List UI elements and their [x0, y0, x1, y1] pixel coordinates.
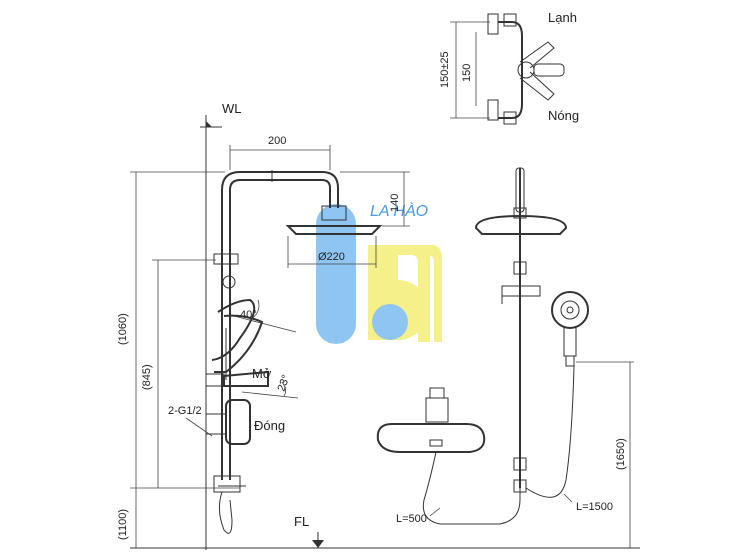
lanh-label: Lạnh: [548, 10, 577, 25]
angle-40-arc: [249, 299, 260, 321]
wall-connector: [205, 413, 227, 435]
front-hand-cone: [565, 355, 575, 367]
angle-40-label: 40°: [240, 309, 257, 321]
front-mixer-cap: [429, 387, 445, 399]
plan-cap-bottom: [503, 111, 517, 125]
dim-220-label: Ø220: [318, 251, 345, 263]
riser-arm-inner: [229, 179, 331, 208]
front-bracket: [513, 261, 527, 275]
front-mixer-neck: [425, 397, 449, 423]
hose-left: [218, 491, 233, 534]
nong-label: Nóng: [548, 108, 579, 123]
plan-inlet-top: [487, 13, 499, 35]
front-hand-shower-face: [551, 291, 589, 329]
wl-label: WL: [222, 101, 242, 116]
logo-yellow-stripe-2: [420, 245, 442, 342]
dim-150-label: 150: [461, 64, 473, 82]
l500-label: L=500: [396, 513, 427, 525]
front-hose-hand: [525, 365, 575, 498]
angle-23-label: 23°: [276, 373, 293, 393]
angle-23-arc: [281, 381, 286, 397]
g12-leader: [185, 417, 213, 437]
front-head-connector: [513, 207, 527, 219]
riser-arm-outer: [221, 171, 339, 208]
head-shower-side: [285, 225, 383, 235]
angle-40-line: [233, 315, 297, 333]
bracket-upper: [213, 253, 239, 265]
mixer-lever: [223, 370, 269, 387]
plan-cap-top: [503, 13, 517, 27]
dim-845-label: (845): [141, 364, 153, 390]
g12-label: 2-G1/2: [168, 405, 202, 417]
fl-arrow: [312, 540, 324, 548]
front-holder: [501, 285, 541, 297]
plan-handle-hub: [517, 61, 535, 79]
logo-yellow-stripe-1: [398, 245, 430, 342]
hand-shower-side-2: [214, 314, 264, 373]
wl-arrow: [206, 121, 212, 127]
hand-shower-side-1: [211, 298, 256, 361]
dim-1060-label: (1060): [117, 313, 129, 345]
logo-blue-bar: [316, 204, 356, 344]
plan-lever: [533, 63, 565, 77]
front-diverter-a: [513, 457, 527, 471]
front-head-shower: [474, 214, 568, 235]
front-hand-shower-inner: [560, 300, 580, 320]
l1500-label: L=1500: [576, 501, 613, 513]
holder-knob: [222, 275, 236, 289]
dim-1650-label: (1650): [615, 438, 627, 470]
diverter: [213, 475, 241, 493]
mo-label: Mở: [252, 366, 272, 381]
plan-handle-hot: [519, 71, 555, 101]
front-hand-handle: [563, 328, 577, 357]
dim-140-label: 140: [389, 194, 401, 212]
dim-200-label: 200: [268, 135, 286, 147]
fl-label: FL: [294, 514, 309, 529]
head-connector: [321, 205, 347, 221]
la-hao-logo: LA HÀO: [316, 201, 442, 344]
front-mixer-outlet: [429, 439, 443, 447]
dong-label: Đóng: [254, 418, 285, 433]
logo-blue-dot: [372, 304, 408, 340]
plan-handle-cold: [519, 41, 555, 69]
angle-23-line: [241, 391, 299, 399]
front-hose-lower: [422, 451, 521, 525]
front-hand-shower-center: [566, 306, 574, 314]
dim-1100-label: (1100): [117, 509, 129, 540]
front-riser-top: [515, 167, 525, 213]
front-mixer-body: [376, 423, 486, 453]
l1500-leader: [563, 493, 573, 503]
dim-150-tol-label: 150±25: [439, 51, 451, 88]
plan-inlet-bottom: [487, 99, 499, 121]
logo-text: LA HÀO: [370, 201, 428, 220]
l500-leader: [429, 507, 441, 517]
front-diverter-b: [513, 479, 527, 493]
